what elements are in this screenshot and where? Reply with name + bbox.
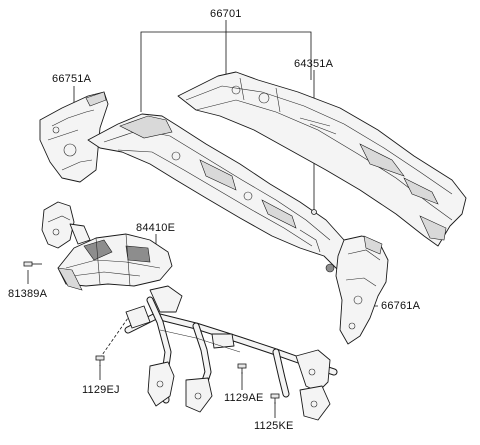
label-64351A: 64351A bbox=[294, 58, 334, 70]
label-66761A: 66761A bbox=[381, 300, 421, 312]
leader-1129EJ-dash bbox=[99, 317, 129, 359]
label-66701: 66701 bbox=[210, 8, 242, 20]
label-1129EJ: 1129EJ bbox=[82, 384, 120, 396]
bolt-1129EJ-icon bbox=[95, 355, 105, 366]
label-84410E: 84410E bbox=[136, 222, 176, 234]
fasteners bbox=[23, 209, 317, 404]
dash-panel-main bbox=[87, 113, 387, 287]
label-1129AE: 1129AE bbox=[224, 392, 264, 404]
bolt-64351A-icon bbox=[311, 209, 317, 215]
label-1125KE: 1125KE bbox=[254, 420, 294, 432]
side-panel-left bbox=[39, 91, 109, 183]
bolt-1129AE-icon bbox=[237, 363, 247, 374]
mounting-bracket-left bbox=[41, 201, 91, 249]
side-panel-right bbox=[335, 235, 389, 345]
label-66751A: 66751A bbox=[52, 73, 92, 85]
air-duct bbox=[57, 233, 173, 291]
label-81389A: 81389A bbox=[8, 288, 48, 300]
bolt-81389A-icon bbox=[23, 261, 42, 267]
bolt-1125KE-icon bbox=[270, 393, 280, 404]
cross-member-frame bbox=[124, 285, 338, 421]
cowl-panel-upper bbox=[177, 71, 467, 247]
